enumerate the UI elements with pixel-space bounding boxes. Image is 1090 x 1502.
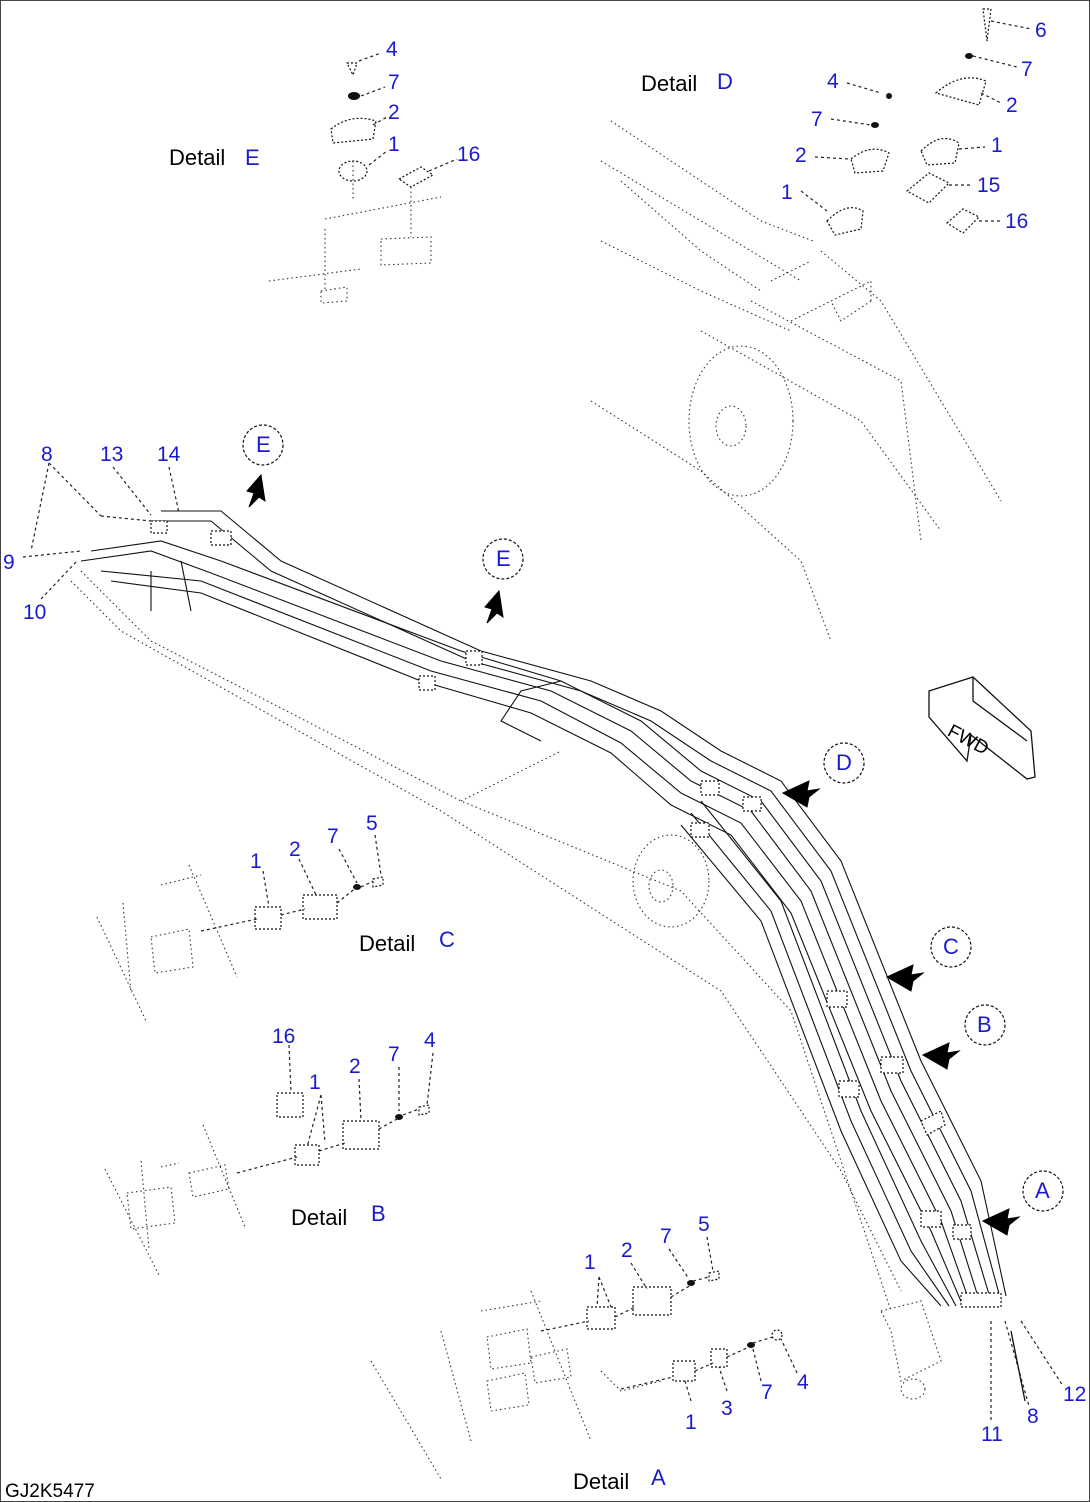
detail-e-group: Detail E 4 7 2 1 16	[169, 38, 480, 304]
part-number-2: 2	[289, 838, 301, 861]
part-number-14: 14	[157, 443, 181, 466]
clamp-part	[330, 117, 377, 144]
part-number-2: 2	[795, 144, 807, 167]
bolt-part	[346, 62, 358, 77]
callout-b-circle	[964, 1004, 1006, 1046]
part-number-7: 7	[327, 825, 339, 848]
detail-a-letter: A	[651, 1465, 666, 1490]
part-number-13: 13	[100, 443, 123, 466]
part-number-2: 2	[621, 1239, 633, 1262]
detail-b-letter: B	[371, 1201, 386, 1226]
part-number-10: 10	[23, 601, 46, 624]
part-number-7: 7	[388, 1043, 400, 1066]
callout-e-circle	[242, 424, 284, 466]
detail-e-letter: E	[245, 145, 260, 170]
detail-a-word: Detail	[573, 1469, 629, 1494]
part-number-2: 2	[388, 101, 400, 124]
callout-d-letter: D	[836, 750, 852, 775]
part-number-3: 3	[721, 1397, 733, 1420]
callout-e-circle-2	[482, 538, 524, 580]
part-number-7: 7	[388, 71, 400, 94]
detail-d-group: Detail D 6 7 2 4 7 2 1 1 15	[590, 8, 1047, 642]
part-number-8: 8	[1027, 1405, 1039, 1428]
detail-a-group: Detail A 1 2 7 5 1 3 7 4	[370, 1213, 809, 1494]
callout-a-letter: A	[1035, 1178, 1050, 1203]
detail-c-group: Detail C 1 2 7 5	[96, 812, 455, 1024]
drawing-code: GJ2K5477	[5, 1481, 95, 1502]
detail-d-letter: D	[717, 69, 733, 94]
detail-e-word: Detail	[169, 145, 225, 170]
part-number-7: 7	[660, 1225, 672, 1248]
part-number-7: 7	[761, 1381, 773, 1404]
callout-a-circle	[1022, 1170, 1064, 1212]
detail-c-letter: C	[439, 927, 455, 952]
part-number-4: 4	[424, 1029, 436, 1052]
plate-part	[397, 166, 435, 188]
callout-e-letter-2: E	[496, 546, 511, 571]
part-number-4: 4	[797, 1371, 809, 1394]
part-number-6: 6	[1035, 19, 1047, 42]
part-number-8: 8	[41, 443, 53, 466]
part-number-15: 15	[977, 174, 1000, 197]
part-number-1: 1	[388, 133, 400, 156]
part-number-5: 5	[698, 1213, 710, 1236]
part-number-2: 2	[349, 1055, 361, 1078]
detail-c-word: Detail	[359, 931, 415, 956]
callout-c-circle	[930, 926, 972, 968]
callout-e-letter: E	[256, 432, 271, 457]
detail-b-group: Detail B 16 1 2 7 4	[104, 1025, 436, 1276]
part-number-1: 1	[781, 181, 793, 204]
callout-c-letter: C	[943, 934, 959, 959]
part-number-4: 4	[386, 38, 398, 61]
part-number-9: 9	[3, 551, 15, 574]
fwd-direction-arrow: FWD	[928, 676, 1036, 780]
part-number-1: 1	[309, 1071, 321, 1094]
part-number-5: 5	[366, 812, 378, 835]
part-number-1: 1	[991, 134, 1003, 157]
boom-assembly: E E D C B A 8 13 14 9 10 12 8 11	[3, 424, 1086, 1446]
part-number-1: 1	[584, 1251, 596, 1274]
part-number-16: 16	[457, 143, 480, 166]
part-number-2: 2	[1006, 94, 1018, 117]
part-number-16: 16	[272, 1025, 295, 1048]
callout-b-letter: B	[977, 1012, 992, 1037]
part-number-1: 1	[250, 850, 262, 873]
detail-d-word: Detail	[641, 71, 697, 96]
part-number-7: 7	[811, 108, 823, 131]
washer-part	[348, 92, 360, 100]
part-number-11: 11	[981, 1423, 1003, 1446]
part-number-4: 4	[827, 70, 839, 93]
callout-d-circle	[823, 742, 865, 784]
part-number-16: 16	[1005, 210, 1028, 233]
part-number-1: 1	[685, 1411, 697, 1434]
detail-b-word: Detail	[291, 1205, 347, 1230]
part-number-12: 12	[1063, 1383, 1086, 1406]
part-number-7: 7	[1021, 58, 1033, 81]
